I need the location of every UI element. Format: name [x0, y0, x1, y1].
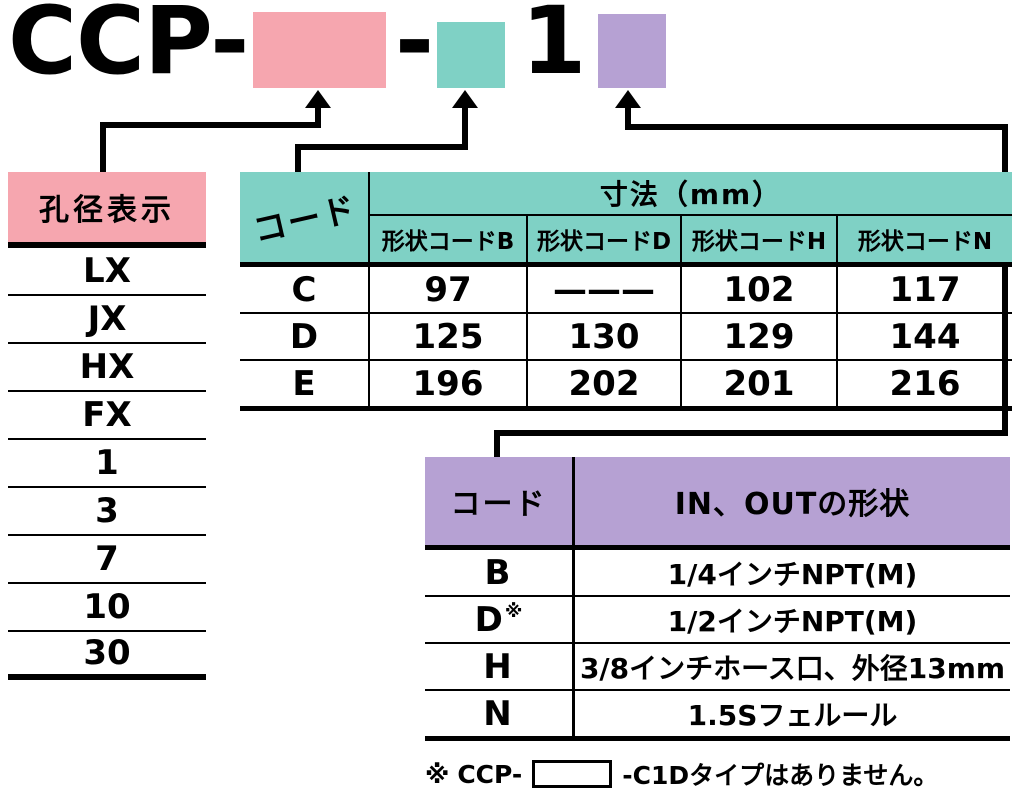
table-row: D 125 130 129 144 [240, 314, 1012, 361]
table-bottom-border [425, 736, 1010, 741]
table-bottom-border [240, 406, 1012, 411]
shape-connector-drop-vline [494, 430, 500, 459]
bore-table-header: 孔径表示 [8, 172, 206, 248]
table-cell: 125 [370, 314, 528, 359]
table-row: 1 [8, 440, 206, 488]
table-row: B 1/4インチNPT(M) [425, 550, 1010, 597]
table-row: LX [8, 248, 206, 296]
table-cell: 201 [682, 361, 838, 406]
bore-connector-hline [100, 122, 321, 128]
footnote: ※ CCP- -C1Dタイプはありません。 [425, 756, 938, 792]
table-cell: 130 [528, 314, 682, 359]
model-digit: 1 [521, 0, 586, 96]
shape-arrow-icon [615, 90, 641, 108]
table-row: 10 [8, 584, 206, 632]
table-cell: 202 [528, 361, 682, 406]
shape-connector-top-hline [625, 124, 1008, 130]
table-cell: D※ [425, 597, 575, 642]
table-cell: 97 [370, 267, 528, 312]
size-connector-stem [462, 106, 468, 150]
shape-connector-bottom-hline [494, 430, 1008, 436]
table-row: D※ 1/2インチNPT(M) [425, 597, 1010, 644]
table-row: FX [8, 392, 206, 440]
table-cell: 1.5Sフェルール [687, 698, 898, 732]
size-connector-hline [295, 144, 468, 150]
model-dash: - [395, 0, 434, 96]
bore-connector-vline [100, 122, 106, 174]
table-cell: 102 [682, 267, 838, 312]
dim-col-header-b: 形状コードB [370, 216, 528, 262]
shape-name-header: IN、OUTの形状 [674, 487, 911, 522]
table-cell: B [425, 550, 575, 595]
table-cell: ——— [528, 267, 682, 312]
size-arrow-icon [452, 90, 478, 108]
footnote-text-before: CCP- [457, 759, 523, 789]
table-cell: D [240, 314, 370, 359]
table-cell: C [240, 267, 370, 312]
header-divider [240, 262, 1012, 267]
dimension-table-header: コード 寸法（mm） 形状コードB 形状コードD 形状コードH 形状コードN [240, 172, 1012, 262]
dim-subheaders: 形状コードB 形状コードD 形状コードH 形状コードN [370, 216, 1012, 262]
footnote-blank-box [532, 760, 613, 788]
shape-table-header: コード IN、OUTの形状 [425, 457, 1010, 545]
dimension-table: コード 寸法（mm） 形状コードB 形状コードD 形状コードH 形状コードN C… [240, 172, 1012, 411]
dim-col-header-h: 形状コードH [682, 216, 838, 262]
header-divider [425, 545, 1010, 550]
table-row: H 3/8インチホース口、外径13mm [425, 644, 1010, 691]
table-row: C 97 ——— 102 117 [240, 267, 1012, 314]
table-cell: 144 [889, 316, 961, 357]
code-label: H [483, 646, 512, 687]
dim-code-header-label: コード [249, 188, 361, 251]
table-row: 3 [8, 488, 206, 536]
footnote-text-after: -C1Dタイプはありません。 [622, 761, 939, 790]
shape-connector-right-vline [1002, 124, 1008, 436]
dim-code-header: コード [240, 172, 370, 262]
code-label: N [483, 693, 512, 734]
table-cell: N [425, 691, 575, 736]
table-row: E 196 202 201 216 [240, 361, 1012, 406]
table-row: 30 [8, 632, 206, 680]
table-cell: 216 [889, 363, 961, 404]
footnote-marker: ※ [425, 759, 450, 789]
size-code-placeholder [437, 22, 505, 88]
bore-code-placeholder [253, 12, 386, 88]
port-shape-code-placeholder [598, 14, 666, 88]
table-cell: 196 [370, 361, 528, 406]
dim-col-header-d: 形状コードD [528, 216, 682, 262]
table-row: 7 [8, 536, 206, 584]
table-cell: 3/8インチホース口、外径13mm [579, 651, 1006, 685]
table-cell: H [425, 644, 575, 689]
code-label: D [474, 599, 503, 640]
table-cell: 117 [889, 269, 961, 310]
code-label: B [484, 552, 511, 593]
shape-code-header: コード [425, 457, 575, 545]
table-cell: 129 [682, 314, 838, 359]
model-prefix: CCP- [8, 0, 249, 96]
table-row: HX [8, 344, 206, 392]
bore-arrow-icon [305, 90, 331, 108]
table-row: JX [8, 296, 206, 344]
port-shape-table: コード IN、OUTの形状 B 1/4インチNPT(M) D※ 1/2インチNP… [425, 457, 1010, 741]
table-row: N 1.5Sフェルール [425, 691, 1010, 736]
bore-size-table: 孔径表示 LX JX HX FX 1 3 7 10 30 [8, 172, 206, 680]
code-note: ※ [504, 601, 523, 622]
size-connector-vline [295, 144, 301, 174]
dim-size-group: 寸法（mm） 形状コードB 形状コードD 形状コードH 形状コードN [370, 172, 1012, 262]
table-cell: 1/2インチNPT(M) [667, 604, 918, 638]
table-cell: 1/4インチNPT(M) [667, 557, 918, 591]
shape-connector-stem [625, 106, 631, 130]
table-cell: E [240, 361, 370, 406]
bore-connector-stem [315, 106, 321, 128]
dim-col-header-n: 形状コードN [857, 229, 993, 255]
dim-size-header: 寸法（mm） [370, 172, 1012, 216]
